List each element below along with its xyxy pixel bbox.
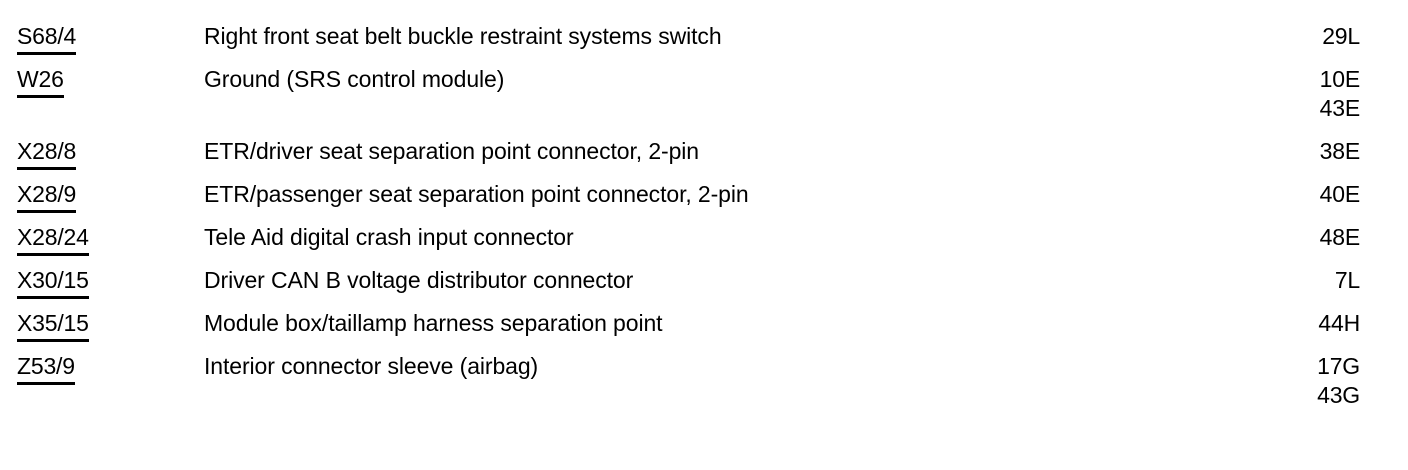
table-row: S68/4 Right front seat belt buckle restra… [0, 22, 1408, 55]
table-row: X30/15 Driver CAN B voltage distributor c… [0, 266, 1408, 299]
grid-reference: 40E [1319, 181, 1361, 207]
grid-reference: 7L [1334, 267, 1360, 293]
component-code-cell: S68/4 [0, 22, 204, 55]
component-code-link[interactable]: X28/9 [17, 180, 76, 213]
component-code-link[interactable]: X35/15 [17, 309, 89, 342]
grid-reference: 43E [1319, 95, 1361, 121]
component-code-link[interactable]: W26 [17, 65, 64, 98]
grid-reference: 43G [1317, 382, 1360, 408]
grid-reference: 29L [1322, 23, 1360, 49]
table-row: X28/8 ETR/driver seat separation point co… [0, 137, 1408, 170]
component-code-cell: Z53/9 [0, 352, 204, 385]
table-row: X28/9 ETR/passenger seat separation point… [0, 180, 1408, 213]
component-code-cell: X28/8 [0, 137, 204, 170]
component-description-cell: Ground (SRS control module) [204, 66, 505, 92]
component-code-link[interactable]: X28/24 [17, 223, 89, 256]
component-description-cell: Interior connector sleeve (airbag) [204, 353, 539, 379]
component-code-link[interactable]: S68/4 [17, 22, 76, 55]
component-code-cell: X28/24 [0, 223, 204, 256]
table-row: Z53/9 Interior connector sleeve (airbag) 1… [0, 352, 1408, 410]
component-code-cell: W26 [0, 65, 204, 98]
grid-reference: 48E [1319, 224, 1361, 250]
grid-reference-cell: 48E [1288, 223, 1408, 252]
grid-reference-cell: 44H [1288, 309, 1408, 338]
table-row: X35/15 Module box/taillamp harness separa… [0, 309, 1408, 342]
component-code-cell: X35/15 [0, 309, 204, 342]
grid-reference-cell: 38E [1288, 137, 1408, 166]
grid-reference: 44H [1318, 310, 1360, 336]
component-code-cell: X28/9 [0, 180, 204, 213]
grid-reference-cell: 40E [1288, 180, 1408, 209]
grid-reference: 17G [1317, 353, 1360, 379]
component-description-cell: ETR/passenger seat separation point conn… [204, 181, 749, 207]
component-code-link[interactable]: X28/8 [17, 137, 76, 170]
grid-reference-cell: 7L [1288, 266, 1408, 295]
component-code-link[interactable]: Z53/9 [17, 352, 75, 385]
grid-reference: 38E [1319, 138, 1361, 164]
grid-reference: 10E [1319, 66, 1361, 92]
component-description-cell: ETR/driver seat separation point connect… [204, 138, 699, 164]
component-description-cell: Driver CAN B voltage distributor connect… [204, 267, 634, 293]
component-description-cell: Tele Aid digital crash input connector [204, 224, 574, 250]
component-description-cell: Right front seat belt buckle restraint s… [204, 23, 722, 49]
component-code-cell: X30/15 [0, 266, 204, 299]
table-row: X28/24 Tele Aid digital crash input conne… [0, 223, 1408, 256]
component-code-link[interactable]: X30/15 [17, 266, 89, 299]
grid-reference-cell: 29L [1288, 22, 1408, 51]
component-description-cell: Module box/taillamp harness separation p… [204, 310, 663, 336]
